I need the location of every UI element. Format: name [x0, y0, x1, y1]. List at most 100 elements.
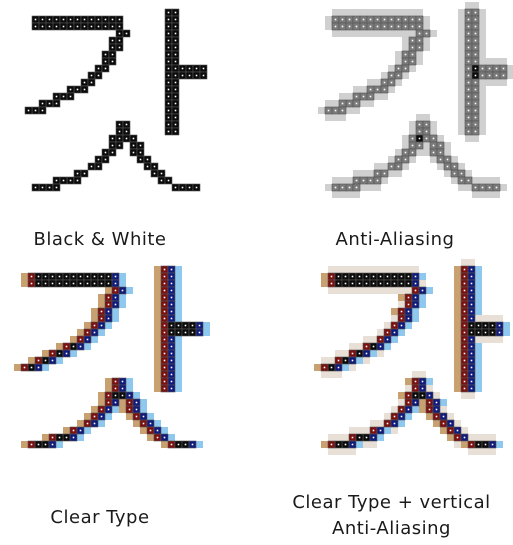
pixel-center-dot: [170, 380, 173, 383]
glyph-pixel: [398, 399, 405, 406]
glyph-pixel: [402, 9, 409, 16]
glyph-pixel: [489, 315, 496, 322]
glyph-pixel: [335, 287, 342, 294]
glyph-pixel: [367, 184, 374, 191]
glyph-pixel: [28, 357, 35, 364]
glyph-pixel: [475, 448, 482, 455]
pixel-center-dot: [174, 67, 177, 70]
pixel-center-dot: [30, 275, 33, 278]
glyph-pixel: [454, 336, 461, 343]
glyph-pixel: [472, 177, 479, 184]
glyph-pixel: [430, 121, 437, 128]
pixel-center-dot: [460, 179, 463, 182]
pixel-center-dot: [474, 11, 477, 14]
pixel-center-dot: [344, 275, 347, 278]
glyph-pixel: [321, 371, 328, 378]
pixel-center-dot: [163, 338, 166, 341]
pixel-center-dot: [174, 109, 177, 112]
pixel-center-dot: [463, 275, 466, 278]
glyph-pixel: [412, 406, 419, 413]
pixel-center-dot: [463, 317, 466, 320]
pixel-center-dot: [184, 331, 187, 334]
pixel-center-dot: [167, 60, 170, 63]
pixel-center-dot: [348, 18, 351, 21]
glyph-pixel: [475, 434, 482, 441]
pixel-center-dot: [69, 18, 72, 21]
glyph-pixel: [119, 406, 126, 413]
pixel-center-dot: [83, 172, 86, 175]
pixel-center-dot: [383, 25, 386, 28]
glyph-pixel: [105, 413, 112, 420]
glyph-pixel: [363, 336, 370, 343]
pixel-center-dot: [23, 366, 26, 369]
pixel-center-dot: [167, 25, 170, 28]
pixel-center-dot: [191, 331, 194, 334]
glyph-pixel: [416, 9, 423, 16]
pixel-center-dot: [170, 268, 173, 271]
pixel-center-dot: [44, 275, 47, 278]
pixel-center-dot: [100, 310, 103, 313]
pixel-center-dot: [393, 331, 396, 334]
pixel-center-dot: [37, 366, 40, 369]
pixel-center-dot: [334, 18, 337, 21]
pixel-center-dot: [153, 172, 156, 175]
glyph-pixel: [356, 287, 363, 294]
pixel-center-dot: [400, 415, 403, 418]
glyph-pixel: [175, 294, 182, 301]
glyph-pixel: [458, 16, 465, 23]
glyph-pixel: [105, 385, 112, 392]
glyph-pixel: [175, 301, 182, 308]
glyph-pixel: [458, 163, 465, 170]
pixel-center-dot: [107, 401, 110, 404]
pixel-center-dot: [470, 317, 473, 320]
pixel-center-dot: [418, 137, 421, 140]
pixel-center-dot: [111, 151, 114, 154]
pixel-center-dot: [467, 60, 470, 63]
glyph-pixel: [377, 266, 384, 273]
pixel-center-dot: [337, 282, 340, 285]
glyph-pixel: [458, 184, 465, 191]
glyph-pixel: [332, 9, 339, 16]
pixel-center-dot: [435, 408, 438, 411]
pixel-center-dot: [379, 429, 382, 432]
pixel-center-dot: [432, 137, 435, 140]
pixel-center-dot: [41, 25, 44, 28]
glyph-pixel: [356, 357, 363, 364]
pixel-center-dot: [170, 310, 173, 313]
pixel-center-dot: [414, 275, 417, 278]
pixel-center-dot: [474, 39, 477, 42]
glyph-pixel: [339, 9, 346, 16]
pixel-center-dot: [118, 18, 121, 21]
pixel-center-dot: [355, 186, 358, 189]
pixel-center-dot: [65, 345, 68, 348]
glyph-pixel: [21, 273, 28, 280]
pixel-center-dot: [76, 18, 79, 21]
pixel-center-dot: [198, 324, 201, 327]
pixel-center-dot: [390, 74, 393, 77]
glyph-pixel: [423, 16, 430, 23]
glyph-pixel: [381, 9, 388, 16]
pixel-center-dot: [163, 310, 166, 313]
pixel-center-dot: [404, 18, 407, 21]
glyph-pixel: [56, 441, 63, 448]
glyph-pixel: [370, 350, 377, 357]
glyph-pixel: [409, 65, 416, 72]
pixel-center-dot: [167, 130, 170, 133]
pixel-center-dot: [184, 443, 187, 446]
pixel-center-dot: [174, 102, 177, 105]
glyph-pixel: [328, 448, 335, 455]
glyph-pixel: [454, 294, 461, 301]
pixel-center-dot: [432, 151, 435, 154]
glyph-pixel: [465, 170, 472, 177]
glyph-pixel: [430, 156, 437, 163]
pixel-center-dot: [163, 324, 166, 327]
pixel-center-dot: [470, 310, 473, 313]
glyph-pixel: [133, 420, 140, 427]
glyph-anti-aliasing: [318, 2, 513, 198]
pixel-center-dot: [481, 67, 484, 70]
pixel-center-dot: [474, 102, 477, 105]
pixel-center-dot: [390, 165, 393, 168]
pixel-center-dot: [460, 172, 463, 175]
glyph-pixel: [175, 280, 182, 287]
pixel-center-dot: [463, 310, 466, 313]
